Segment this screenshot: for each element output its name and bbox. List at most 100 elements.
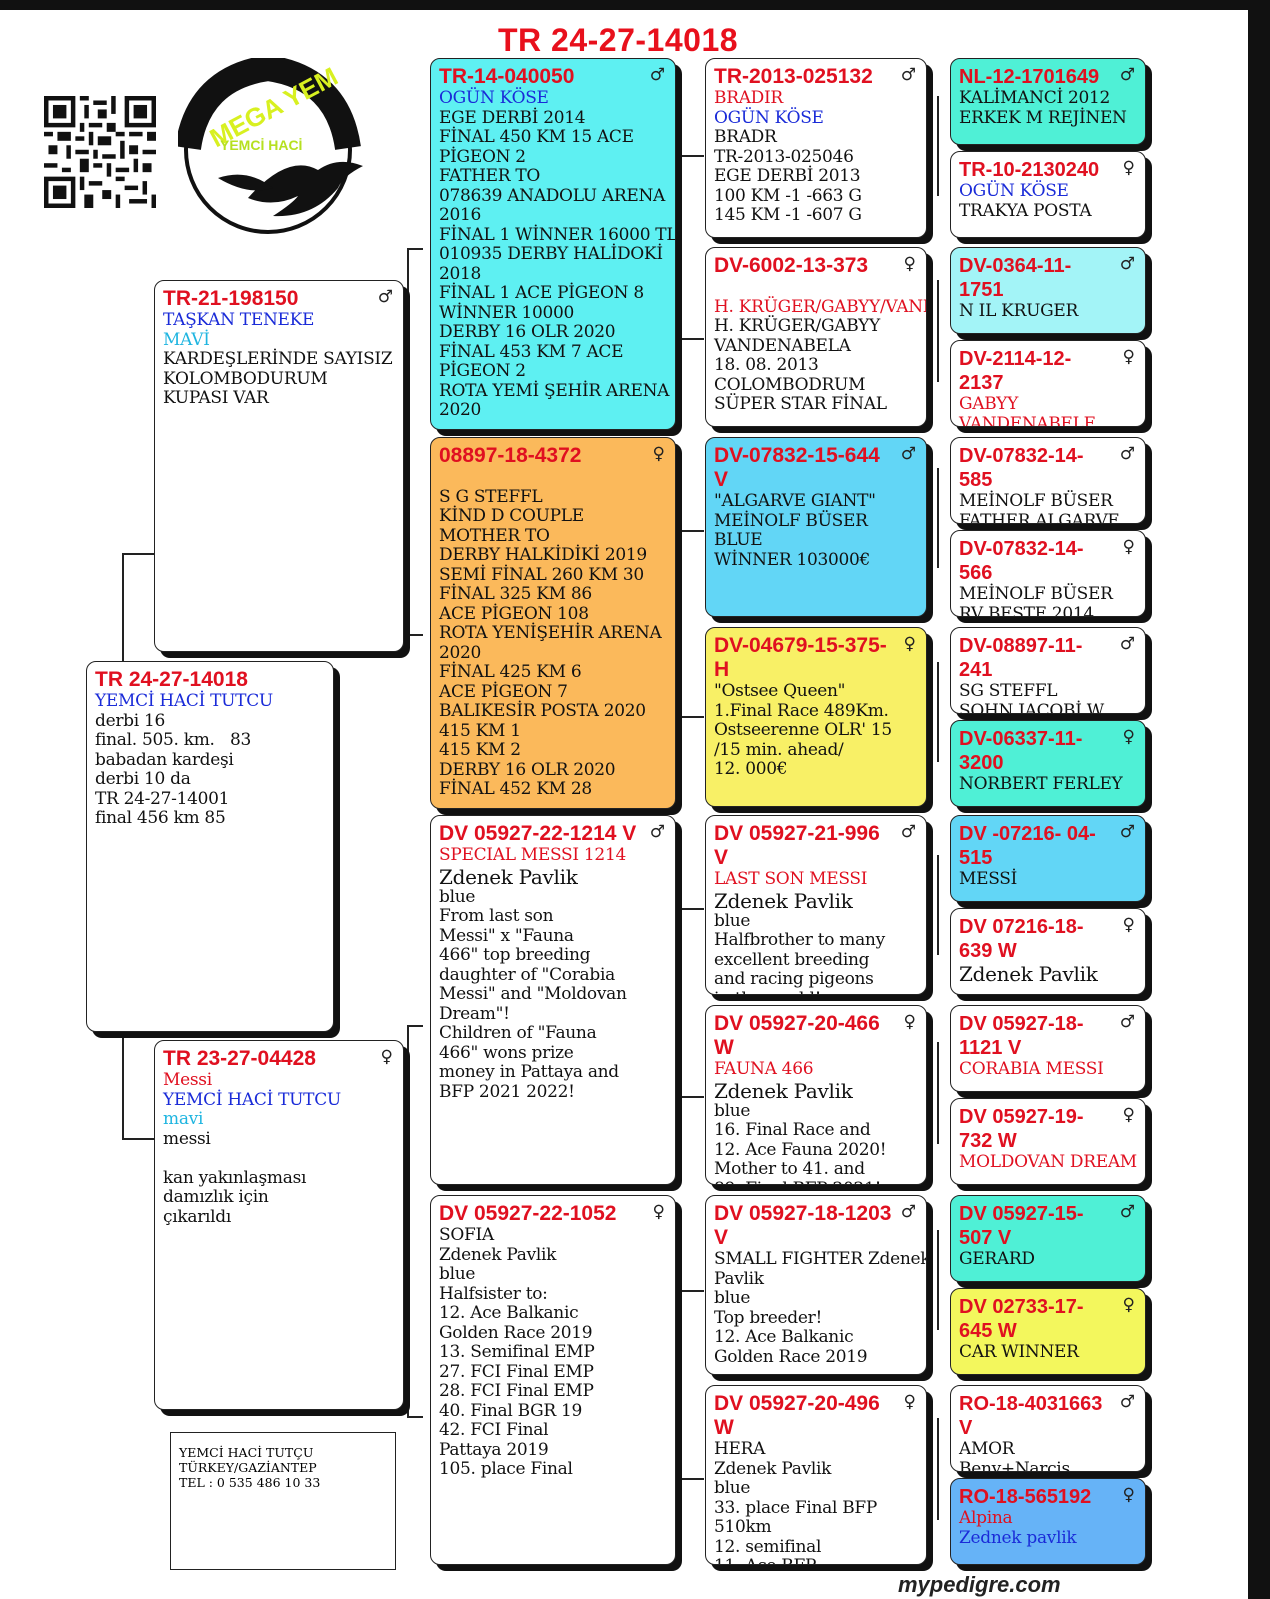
card-text-line: KALİMANCİ 2012 (959, 88, 1111, 108)
card-text-line: Halfsister to: (439, 1283, 548, 1304)
connector (680, 1290, 682, 1480)
card-text-line: H. KRÜGER/GABYY/VANDA (714, 296, 927, 317)
card-text-line: 33. place Final BFP (714, 1497, 878, 1518)
card-text-line: FİNAL 1 WİNNER 16000 TL (439, 224, 676, 245)
card-text-line: derbi 10 da (95, 769, 191, 789)
card-text-line: Top breeder! (714, 1307, 822, 1328)
female-symbol-icon: ♀ (1122, 1485, 1135, 1505)
contact-box: YEMCİ HACİ TUTÇU TÜRKEY/GAZİANTEP TEL : … (170, 1432, 396, 1570)
card-text-line: OGÜN KÖSE (714, 107, 824, 128)
connector (680, 155, 704, 157)
card-text-line: DERBY 16 OLR 2020 (439, 759, 616, 780)
card-text-line: 2016 (439, 205, 482, 225)
card-text-line: blue (439, 886, 476, 907)
ring-number: DV-0364-11-1751 (959, 255, 1072, 301)
card-text-line: blue (714, 910, 751, 931)
card-text-line: TAŞKAN TENEKE (163, 310, 315, 330)
card-text-line: BALIKESİR POSTA 2020 (439, 701, 646, 721)
card-text-line: 510km (714, 1517, 772, 1537)
connector (680, 908, 682, 1098)
card-text-line: H. KRÜGER/GABYY (714, 316, 880, 336)
pedigree-card-g11: DV 05927-18-1121 V♂CORABIA MESSI (950, 1005, 1146, 1092)
card-text-line: CAR WINNER (959, 1342, 1079, 1362)
card-text-line: Zdenek Pavlik (714, 888, 853, 913)
card-text-line: EGE DERBİ 2013 (714, 166, 861, 186)
female-symbol-icon: ♀ (380, 1047, 393, 1067)
pedigree-card-g3: DV-0364-11-1751♂N IL KRUGER (950, 247, 1146, 334)
card-text-line: Zdenek Pavlik (439, 1244, 557, 1265)
card-text-line: Beny+Narcis (959, 1458, 1070, 1472)
ring-number: DV 05927-18-1203 V (714, 1202, 892, 1249)
card-text-line: blue (714, 1100, 751, 1121)
card-text-line: MEİNOLF BÜSER (959, 584, 1113, 604)
card-text-line: TR-2013-025046 (714, 146, 854, 167)
pedigree-card-sdd: DV-04679-15-375-H♀"Ostsee Queen"1.Final … (705, 627, 927, 807)
female-symbol-icon: ♀ (903, 634, 916, 654)
card-text-line: /15 min. ahead/ (714, 739, 844, 760)
card-text-line: Zdenek Pavlik (714, 1458, 832, 1479)
card-text-line: Messi (163, 1070, 212, 1090)
female-symbol-icon: ♀ (1122, 158, 1135, 178)
ring-number: DV 05927-20-466 W (714, 1012, 880, 1059)
card-text-line: 18. 08. 2013 (714, 355, 819, 375)
card-text-line: SPECIAL MESSI 1214 (439, 845, 626, 865)
card-text-line: 13. Semifinal EMP (439, 1342, 595, 1362)
card-text-line: KARDEŞLERİNDE SAYISIZ (163, 349, 393, 369)
female-symbol-icon: ♀ (1122, 1105, 1135, 1125)
card-text-line: excellent breeding (714, 949, 870, 970)
card-text-line: Golden Race 2019 (439, 1322, 593, 1343)
card-text-line: FİNAL 425 KM 6 (439, 662, 582, 682)
ring-number: DV-07832-14-566 (959, 538, 1084, 584)
card-text-line: Dream"! (439, 1003, 510, 1024)
card-text-line: KUPASI VAR (163, 388, 269, 408)
card-text-line: 42. FCI Final (439, 1420, 549, 1440)
connector (407, 248, 409, 636)
card-text-line: 12. 000€ (714, 759, 788, 779)
ring-number: TR-10-2130240 (959, 159, 1100, 181)
connector (680, 1290, 704, 1292)
card-text-line: 466" top breeding (439, 945, 591, 965)
connector (937, 855, 939, 955)
card-text-line: money in Pattaya and (439, 1062, 619, 1082)
card-text-line: 078639 ANADOLU ARENA (439, 185, 666, 206)
card-text-line: Golden Race 2019 (714, 1346, 868, 1367)
ring-number: RO-18-565192 (959, 1486, 1092, 1508)
contact-line: YEMCİ HACİ TUTÇU (179, 1445, 314, 1460)
card-text-line: Ostseerenne OLR' 15 (714, 720, 892, 740)
card-text-line: 415 KM 1 (439, 720, 521, 741)
ring-number: DV 05927-21-996 V (714, 822, 880, 869)
card-text-line: TR 24-27-14001 (95, 788, 230, 809)
card-text-line: LAST SON MESSI (714, 869, 868, 889)
card-text-line: 1.Final Race 489Km. (714, 700, 889, 721)
ring-number: DV-2114-12-2137 (959, 348, 1072, 394)
card-text-line: NORBERT FERLEY (959, 774, 1123, 794)
card-text-line: final 456 km 85 (95, 808, 226, 828)
connector (937, 662, 939, 762)
card-text-line: Zdenek Pavlik (959, 962, 1098, 986)
ring-number: TR 23-27-04428 (163, 1047, 316, 1070)
card-text-line: HERA (714, 1439, 766, 1459)
card-text-line: 16. Final Race and (714, 1120, 871, 1140)
top-border (0, 0, 1270, 10)
female-symbol-icon: ♀ (1122, 537, 1135, 557)
ring-number: DV -07216- 04-515 (959, 823, 1096, 869)
connector (937, 1418, 939, 1520)
card-text-line: PİGEON 2 (439, 146, 526, 167)
card-text-line: COLOMBODRUM (714, 374, 866, 395)
female-symbol-icon: ♀ (1122, 915, 1135, 935)
connector (680, 338, 704, 340)
right-border (1248, 0, 1270, 1599)
male-symbol-icon: ♂ (1119, 444, 1135, 464)
ring-number: DV 02733-17-645 W (959, 1296, 1084, 1342)
male-symbol-icon: ♂ (377, 287, 393, 307)
card-text-line: 100 KM -1 -663 G (714, 185, 862, 206)
card-text-line: "ALGARVE GIANT" (714, 491, 876, 511)
card-text-line (714, 278, 918, 298)
qr-code-icon (44, 96, 156, 208)
